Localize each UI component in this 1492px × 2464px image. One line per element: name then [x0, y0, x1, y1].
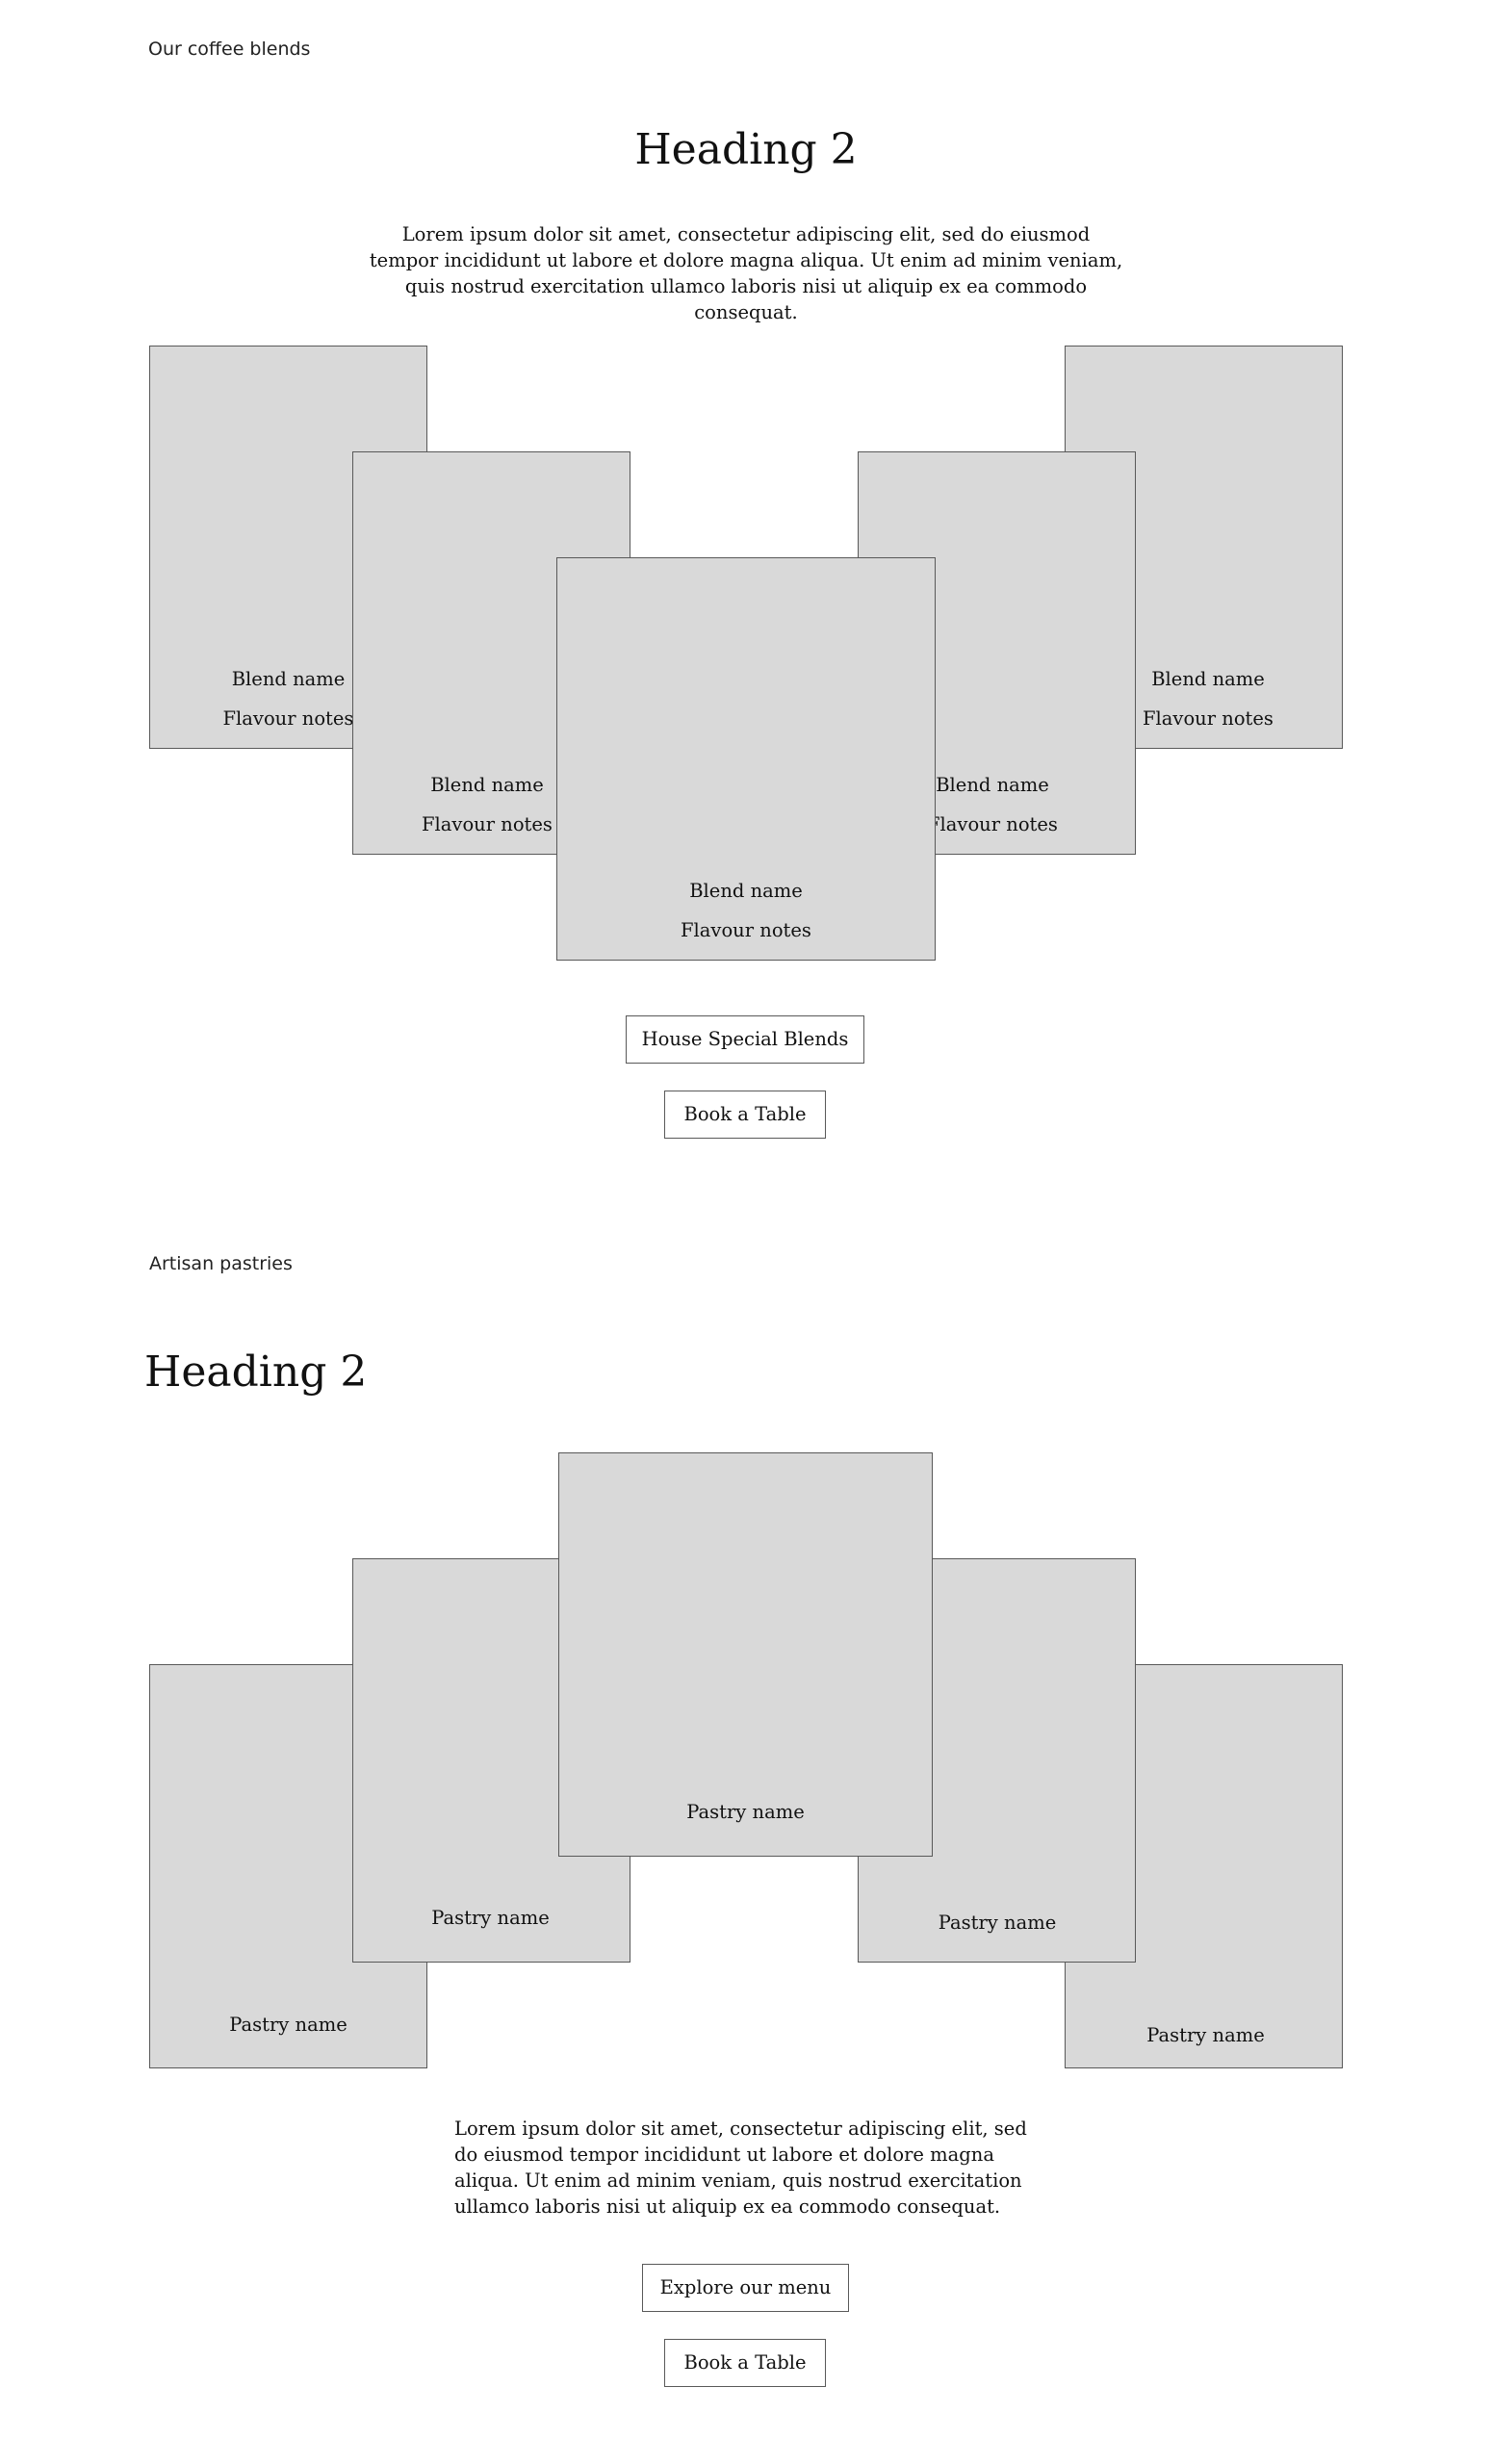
blend-name: Blend name [936, 774, 1049, 796]
pastry-card-featured[interactable]: Pastry name [558, 1452, 933, 1857]
coffee-intro: Lorem ipsum dolor sit amet, consectetur … [369, 223, 1123, 323]
coffee-eyebrow: Our coffee blends [148, 38, 311, 60]
pastries-eyebrow: Artisan pastries [149, 1253, 293, 1274]
blend-name: Blend name [430, 774, 544, 796]
blend-flavour-notes: Flavour notes [1143, 707, 1273, 730]
house-special-blends-button[interactable]: House Special Blends [626, 1015, 864, 1064]
pastry-name: Pastry name [1146, 2024, 1265, 2046]
blend-name: Blend name [689, 880, 803, 902]
coffee-heading: Heading 2 [634, 125, 858, 174]
blend-flavour-notes: Flavour notes [927, 813, 1058, 835]
pastry-name: Pastry name [686, 1801, 805, 1823]
blend-name: Blend name [231, 668, 346, 690]
blend-flavour-notes: Flavour notes [222, 707, 354, 730]
blend-card-featured[interactable]: Blend name Flavour notes [556, 557, 936, 961]
blend-name: Blend name [1151, 668, 1265, 690]
pastries-body: Lorem ipsum dolor sit amet, consectetur … [454, 2118, 1027, 2218]
pastry-name: Pastry name [938, 1912, 1057, 1934]
book-a-table-button[interactable]: Book a Table [664, 1091, 826, 1139]
explore-menu-button[interactable]: Explore our menu [642, 2264, 849, 2312]
blend-flavour-notes: Flavour notes [422, 813, 553, 835]
book-a-table-button[interactable]: Book a Table [664, 2339, 826, 2387]
pastry-name: Pastry name [431, 1907, 550, 1929]
blend-flavour-notes: Flavour notes [681, 919, 811, 941]
pastries-heading: Heading 2 [144, 1348, 368, 1397]
pastry-name: Pastry name [229, 2014, 347, 2036]
